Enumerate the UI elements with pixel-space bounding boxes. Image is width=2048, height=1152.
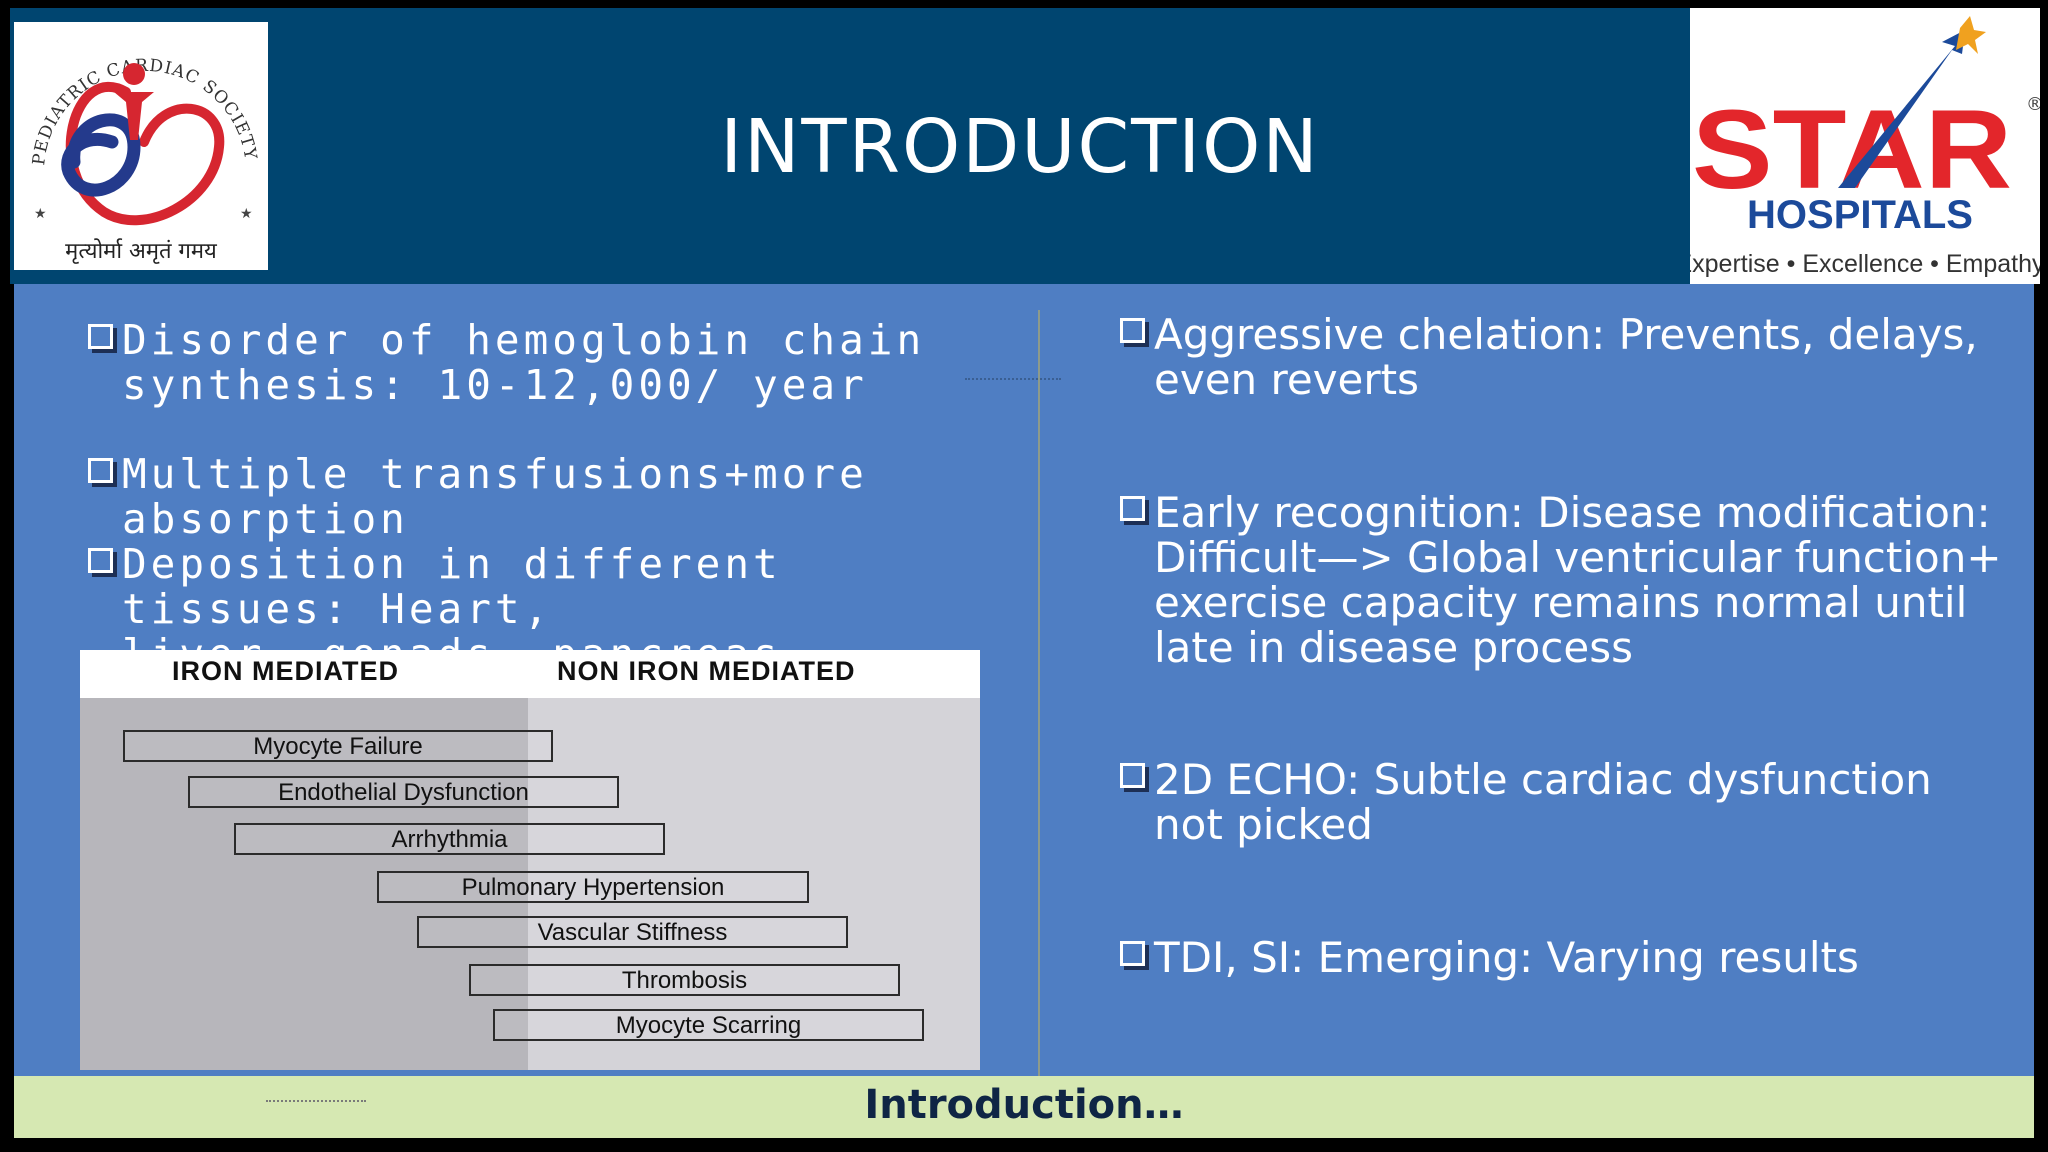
mechanism-bar: Arrhythmia: [234, 823, 665, 855]
title-bar: INTRODUCTION: [10, 8, 1690, 284]
dotted-separator: [965, 378, 1061, 380]
bullet-line: not picked: [1154, 800, 1373, 849]
bullet-line: even reverts: [1154, 355, 1420, 404]
svg-text:★: ★: [240, 206, 253, 222]
right-bullet: 2D ECHO: Subtle cardiac dysfunction not …: [1120, 757, 2020, 847]
footer-text: Introduction…: [864, 1082, 1184, 1128]
mechanism-bar: Myocyte Scarring: [493, 1009, 924, 1041]
mechanism-bar: Myocyte Failure: [123, 730, 553, 762]
mechanism-bar: Vascular Stiffness: [417, 916, 848, 948]
checkbox-bullet-icon: [1120, 318, 1145, 343]
left-bullet: Multiple transfusions+more absorption: [88, 452, 1028, 542]
checkbox-bullet-icon: [1120, 763, 1145, 788]
column-divider: [1038, 310, 1040, 1080]
checkbox-bullet-icon: [88, 458, 113, 483]
pcsi-emblem: PEDIATRIC CARDIAC SOCIETY OF INDIA मृत्य…: [6, 7, 260, 264]
star-hospitals-logo: STAR ® HOSPITALS Expertise • Excellence …: [1675, 8, 2045, 284]
bullet-line: Difficult—> Global ventricular function+: [1154, 533, 2002, 582]
bullet-line: Deposition in different tissues: Heart,: [122, 540, 782, 633]
checkbox-bullet-icon: [1120, 496, 1145, 521]
logo-sub: HOSPITALS: [1747, 193, 1973, 237]
slide-title: INTRODUCTION: [720, 104, 1320, 190]
footer-bar: Introduction…: [14, 1076, 2034, 1138]
checkbox-bullet-icon: [88, 548, 113, 573]
mechanism-bar: Pulmonary Hypertension: [377, 871, 809, 903]
bullet-line: Disorder of hemoglobin chain: [122, 316, 926, 364]
bullet-line: late in disease process: [1154, 623, 1633, 672]
right-bullet: Early recognition: Disease modification:…: [1120, 490, 2020, 670]
logo-motto: मृत्योर्मा अमृतं गमय: [65, 238, 218, 264]
figure-header: IRON MEDIATED NON IRON MEDIATED: [80, 650, 980, 698]
bullet-line: synthesis: 10-12,000/ year: [122, 361, 868, 409]
left-bullet: Disorder of hemoglobin chain synthesis: …: [88, 318, 1008, 408]
star-hospitals-emblem: STAR ® HOSPITALS Expertise • Excellence …: [1675, 16, 2045, 278]
logo-tagline: Expertise • Excellence • Empathy: [1690, 250, 2040, 278]
checkbox-bullet-icon: [1120, 941, 1145, 966]
bullet-line: Early recognition: Disease modification:: [1154, 488, 1991, 537]
header-non-iron: NON IRON MEDIATED: [557, 656, 856, 686]
pcsi-logo: PEDIATRIC CARDIAC SOCIETY OF INDIA मृत्य…: [6, 7, 268, 270]
header-iron: IRON MEDIATED: [172, 656, 399, 686]
mechanism-figure: IRON MEDIATED NON IRON MEDIATED Myocyte …: [80, 650, 980, 1070]
mechanism-bar: Endothelial Dysfunction: [188, 776, 619, 808]
mechanism-bar: Thrombosis: [469, 964, 900, 996]
right-bullet: TDI, SI: Emerging: Varying results: [1120, 935, 2020, 980]
right-bullet: Aggressive chelation: Prevents, delays, …: [1120, 312, 2020, 402]
logo-brand: STAR: [1692, 87, 2012, 212]
bullet-line: TDI, SI: Emerging: Varying results: [1154, 933, 1859, 982]
svg-text:★: ★: [34, 206, 47, 222]
checkbox-bullet-icon: [88, 324, 113, 349]
bullet-line: 2D ECHO: Subtle cardiac dysfunction: [1154, 755, 1932, 804]
footer-dotted-line: [266, 1100, 366, 1102]
bullet-line: exercise capacity remains normal until: [1154, 578, 1968, 627]
bullet-line: Aggressive chelation: Prevents, delays,: [1154, 310, 1978, 359]
logo-registered: ®: [2026, 94, 2040, 115]
bullet-line: Multiple transfusions+more absorption: [122, 450, 868, 543]
